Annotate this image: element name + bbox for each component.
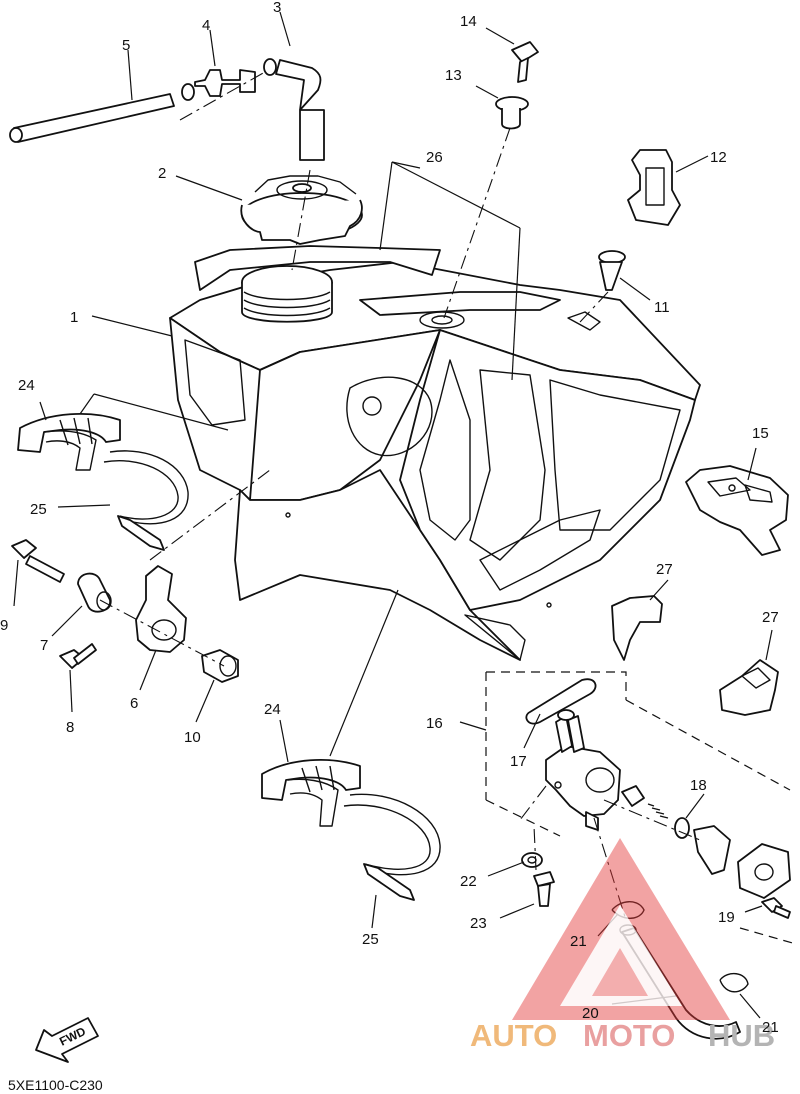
- watermark-part2: MOTO: [583, 1018, 675, 1053]
- callout-7: 7: [40, 637, 48, 654]
- bolt-9: [11, 539, 65, 583]
- callout-17: 17: [510, 753, 527, 770]
- callout-27b: 27: [762, 609, 779, 626]
- callout-16: 16: [426, 715, 443, 732]
- callout-9: 9: [0, 617, 8, 634]
- diagram-code: 5XE1100-C230: [8, 1077, 103, 1093]
- callout-21a: 21: [570, 933, 587, 950]
- clip-12: [627, 149, 681, 226]
- clip-27-upper: [611, 595, 663, 661]
- callout-2: 2: [158, 165, 166, 182]
- watermark-part1: AUTO: [470, 1018, 557, 1053]
- clip-27-lower: [719, 659, 779, 716]
- breather-hose: [263, 58, 325, 161]
- fuel-tank: [169, 261, 701, 661]
- rubber-band-24-lower: [261, 759, 361, 827]
- fitting-18-parts: [621, 785, 791, 899]
- cable-tie-25-lower: [343, 793, 441, 901]
- callout-24b: 24: [264, 701, 281, 718]
- callout-21b: 21: [762, 1019, 779, 1036]
- callout-labels: 1 2 3 4 5 6 7 8 9 10 11 12 13 14 15 16 1…: [0, 0, 779, 1036]
- breather-pipe: [9, 93, 175, 143]
- watermark-part3: HUB: [708, 1018, 775, 1053]
- callout-18: 18: [690, 777, 707, 794]
- callout-24a: 24: [18, 377, 35, 394]
- callout-12: 12: [710, 149, 727, 166]
- collar-13: [495, 96, 529, 130]
- bolt-8: [59, 643, 97, 669]
- fuel-cock-assembly: [525, 678, 621, 831]
- rubber-band-24-upper: [17, 413, 121, 471]
- callout-25a: 25: [30, 501, 47, 518]
- bolt-14: [511, 41, 539, 83]
- collar-10: [201, 649, 239, 683]
- callout-20: 20: [582, 1005, 599, 1022]
- callout-23: 23: [470, 915, 487, 932]
- tank-seal-strip: [194, 245, 561, 316]
- leader-lines: [13, 11, 773, 1019]
- callout-19: 19: [718, 909, 735, 926]
- watermark-logo: [512, 838, 730, 1020]
- watermark-text: AUTO MOTO HUB: [470, 1018, 775, 1053]
- screw-19: [761, 897, 791, 919]
- callout-26: 26: [426, 149, 443, 166]
- callout-22: 22: [460, 873, 477, 890]
- callout-25b: 25: [362, 931, 379, 948]
- assembly-axis-lines: [99, 71, 701, 921]
- callout-11: 11: [654, 299, 670, 316]
- damper-15: [685, 465, 789, 556]
- bolt-11: [598, 250, 626, 291]
- cable-tie-25-upper: [103, 450, 189, 551]
- callout-1: 1: [70, 309, 78, 326]
- bracket-6: [135, 565, 187, 653]
- screw-23: [533, 871, 555, 907]
- callout-10: 10: [184, 729, 201, 746]
- fuel-cock-group-box: [485, 671, 797, 945]
- callout-3: 3: [273, 0, 281, 16]
- callout-27a: 27: [656, 561, 673, 578]
- fwd-arrow-icon: FWD: [35, 1017, 99, 1063]
- damper-7: [77, 572, 112, 613]
- callout-5: 5: [122, 37, 130, 54]
- callout-14: 14: [460, 13, 477, 30]
- callout-8: 8: [66, 719, 74, 736]
- callout-4: 4: [202, 17, 210, 34]
- fuel-cap: [240, 175, 363, 245]
- callout-15: 15: [752, 425, 769, 442]
- callout-6: 6: [130, 695, 138, 712]
- breather-joint: [181, 69, 256, 101]
- callout-13: 13: [445, 67, 462, 84]
- washer-22: [521, 852, 543, 868]
